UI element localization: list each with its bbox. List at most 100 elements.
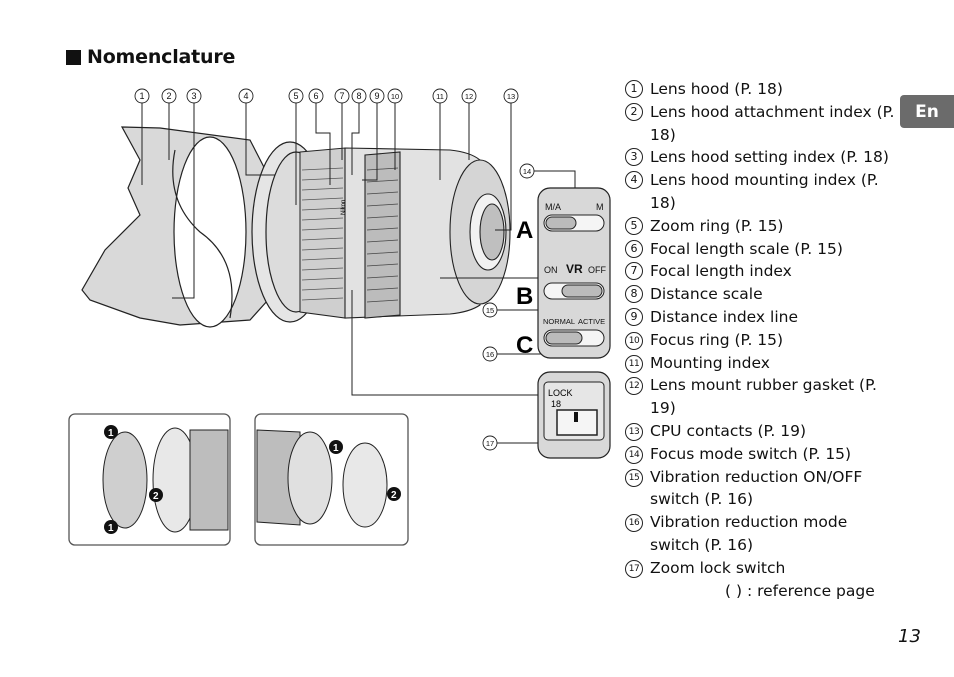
legend-label: Lens hood (P. 18) [650,80,783,98]
switch-c-letter: C [516,332,533,359]
legend-label: Zoom lock switch [650,558,786,577]
callout-17: 17 [486,439,494,448]
legend-number: 2 [625,101,650,147]
switch-b-letter: B [516,283,533,310]
legend-item: 13 CPU contacts (P. 19) [625,420,895,443]
step-2-badge: 2 [153,491,159,502]
legend-number: 12 [625,374,650,420]
legend-number-circle: 16 [625,514,643,533]
lens-hood-illustration [81,126,273,328]
legend-number-circle: 6 [625,239,643,258]
legend-number: 13 [625,420,650,443]
zoom-ring-illustration [299,147,346,319]
legend-number: 6 [625,238,650,261]
legend-label: Vibration reduction mode switch (P. 16) [650,513,848,554]
legend-item: 1 Lens hood (P. 18) [625,78,895,101]
legend-number: 8 [625,283,650,306]
legend-label: Focus mode switch (P. 15) [650,444,852,463]
language-tab[interactable]: En [900,95,954,128]
legend-number: 14 [625,443,650,466]
legend-number: 16 [625,511,650,557]
switch-c-right-label: ACTIVE [578,317,605,326]
legend-label: Lens mount rubber gasket (P. 19) [650,376,877,418]
legend-item: 17 Zoom lock switch [625,557,895,580]
legend-label: Lens hood setting index (P. 18) [650,148,889,167]
callout-16: 16 [486,350,494,359]
legend-number-circle: 8 [625,285,643,304]
callout-12: 12 [465,92,473,101]
legend-number: 7 [625,260,650,283]
section-heading: Nomenclature [66,46,235,68]
switch-a-left-label: M/A [545,202,561,212]
legend-number: 4 [625,169,650,215]
callout-14: 14 [523,167,531,176]
legend-number-circle: 11 [625,354,643,373]
zoom-lock-focal: 18 [551,399,561,409]
legend-number-circle: 13 [625,422,643,441]
legend-number-circle: 5 [625,216,643,235]
legend-number: 3 [625,146,650,169]
legend-item: 10 Focus ring (P. 15) [625,329,895,352]
legend-number-circle: 15 [625,468,643,487]
legend-item: 6 Focal length scale (P. 15) [625,238,895,261]
legend-number: 11 [625,352,650,375]
legend-number-circle: 3 [625,148,643,167]
legend-number-circle: 2 [625,102,643,121]
zoom-lock-panel: LOCK 18 [537,371,611,459]
switch-a-letter: A [516,217,533,244]
callout-11: 11 [436,92,444,101]
switch-b-center-label: VR [566,262,583,276]
step-1-badge-lower: 1 [108,523,114,534]
legend-number: 9 [625,306,650,329]
legend-label: Mounting index [650,353,770,372]
page-number: 13 [898,626,921,647]
legend-number-circle: 12 [625,377,643,396]
callout-6: 6 [313,91,318,101]
callout-10: 10 [391,92,399,101]
legend-number: 10 [625,329,650,352]
legend-number: 17 [625,557,650,580]
step-1-badge-rear: 1 [333,443,339,454]
callout-9: 9 [374,91,379,101]
legend-number-circle: 10 [625,331,643,350]
legend-item: 12 Lens mount rubber gasket (P. 19) [625,374,895,420]
legend-label: Distance index line [650,307,799,326]
legend-label: Focus ring (P. 15) [650,330,784,349]
heading-text: Nomenclature [87,46,236,68]
reference-note: ( ) : reference page [725,581,875,600]
callout-4: 4 [243,91,248,101]
lens-barrel-illustration [344,147,511,319]
legend-label: Focal length scale (P. 15) [650,239,843,258]
callout-15: 15 [486,306,494,315]
legend-label: Lens hood attachment index (P. 18) [650,102,895,144]
legend-number-circle: 4 [625,171,643,190]
legend-number-circle: 14 [625,445,643,464]
lens-brand-label: Nikon [341,200,347,215]
legend-number-circle: 7 [625,262,643,281]
callout-7: 7 [339,91,344,101]
legend-item: 3 Lens hood setting index (P. 18) [625,146,895,169]
callout-8: 8 [356,91,361,101]
zoom-lock-label: LOCK [548,388,573,398]
legend-item: 2 Lens hood attachment index (P. 18) [625,101,895,147]
callout-3: 3 [191,91,196,101]
legend-number-circle: 1 [625,80,643,98]
legend-label: CPU contacts (P. 19) [650,421,807,440]
callout-13: 13 [507,92,515,101]
switch-panel: M/A M ON VR OFF NORMAL ACTIVE A B C [516,187,611,359]
legend-item: 8 Distance scale [625,283,895,306]
legend-number-circle: 17 [625,559,643,578]
inset-lens-cap: 1 1 2 [68,413,231,546]
step-1-badge: 1 [108,428,114,439]
legend-item: 14 Focus mode switch (P. 15) [625,443,895,466]
parts-legend: 1 Lens hood (P. 18) 2 Lens hood attachment … [625,78,895,602]
legend-number: 1 [625,78,650,101]
legend-item: 16 Vibration reduction mode switch (P. 16… [625,511,895,557]
legend-label: Distance scale [650,285,763,304]
legend-label: Focal length index [650,262,792,281]
legend-number: 15 [625,466,650,512]
